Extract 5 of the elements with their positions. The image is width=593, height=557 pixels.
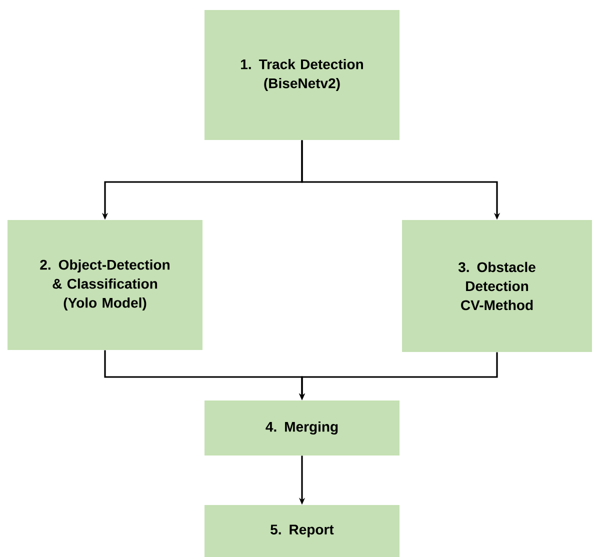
process-box: 2. Object-Detection & Classification (Yolo Model) <box>8 220 202 350</box>
process-box: 4. Merging <box>204 400 400 456</box>
process-box: 3. Obstacle Detection CV-Method <box>402 220 592 352</box>
process-box: 5. Report <box>204 505 400 557</box>
process-box: 1. Track Detection (BiseNetv2) <box>204 10 400 140</box>
